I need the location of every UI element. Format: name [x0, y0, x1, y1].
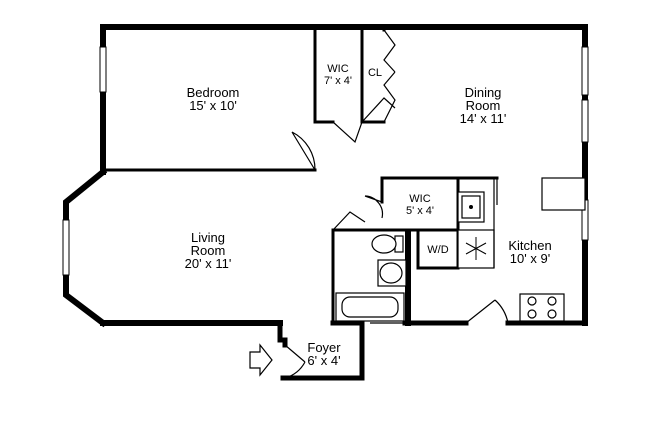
- foyer-size: 6' x 4': [307, 353, 340, 368]
- wic-bedroom-name: WIC: [327, 63, 348, 75]
- kitchen-size: 10' x 9': [510, 251, 550, 266]
- closet-label: CL: [368, 67, 382, 79]
- living-size: 20' x 11': [185, 256, 232, 271]
- dining-size: 14' x 11': [460, 111, 507, 126]
- laundry-label: W/D: [427, 244, 448, 256]
- doors: [284, 29, 509, 379]
- foyer-name: Foyer: [307, 340, 341, 355]
- bedroom-size: 15' x 10': [189, 98, 237, 113]
- dining-name: Dining: [465, 85, 502, 100]
- windows: [62, 46, 589, 276]
- entry-arrow-icon: [249, 343, 273, 377]
- wic-hall-size: 5' x 4': [406, 205, 434, 217]
- wic-bedroom-size: 7' x 4': [324, 75, 352, 87]
- interior-walls: [101, 25, 586, 326]
- snowflake-icon: [465, 237, 487, 260]
- living-name: Living: [191, 230, 225, 245]
- living-name-2: Room: [191, 243, 226, 258]
- wic-hall-name: WIC: [409, 193, 430, 205]
- dining-name-2: Room: [466, 98, 501, 113]
- bedroom-name: Bedroom: [187, 85, 240, 100]
- kitchen-name: Kitchen: [508, 238, 551, 253]
- bathroom-fixtures: [335, 234, 407, 324]
